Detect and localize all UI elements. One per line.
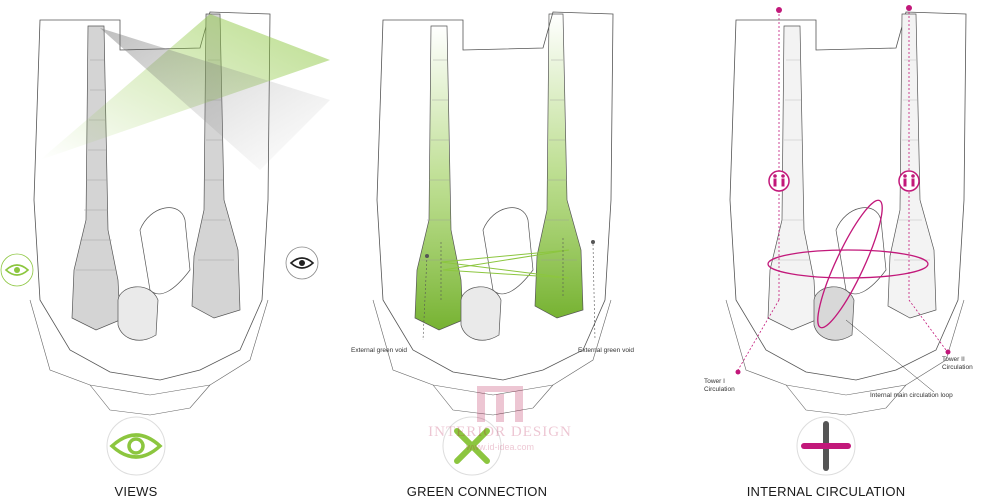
eye-icon-right [285,246,319,280]
views-diagram [0,11,330,476]
people-icon-tower-one [768,170,790,192]
watermark: INTERIOR DESIGN www.id-idea.com [415,384,585,464]
caption-green-connection: GREEN CONNECTION [406,484,548,499]
panel-green-connection: External green void External green void … [333,0,666,504]
circulation-loops [767,199,929,329]
panel-views: VIEWS [0,0,333,504]
tower-one-green [414,25,464,331]
note-internal-main-circulation-loop: Internal main circulation loop [870,392,953,399]
note-tower-one-circulation: Tower I Circulation [704,378,735,393]
people-icon-tower-two [898,170,920,192]
note-tower-two-circulation: Tower II Circulation [942,356,973,371]
internal-circulation-diagram [725,5,967,476]
watermark-logo [477,386,523,422]
green-connection-diagram [372,11,614,476]
circulation-plus-icon [796,416,856,476]
note-external-green-void-right: External green void [578,347,635,354]
caption-views: VIEWS [114,484,158,499]
eye-icon-left [0,253,34,287]
panel-internal-circulation: Tower I Circulation Tower II Circulation… [666,0,999,504]
building-shell [376,11,614,381]
tower-one [767,25,817,331]
watermark-title: INTERIOR DESIGN [428,424,572,440]
note-external-green-void-left: External green void [351,347,408,354]
green-x-icon [442,416,502,476]
caption-internal-circulation: INTERNAL CIRCULATION [746,484,906,499]
view-beam-gray [100,28,330,170]
building-shell [729,11,967,381]
views-eye-icon [106,416,166,476]
green-connection-lines [440,249,570,279]
tower-two [887,13,937,319]
tower-one [71,25,121,331]
tower-two-green [534,13,584,319]
watermark-subtitle: www.id-idea.com [465,442,535,452]
